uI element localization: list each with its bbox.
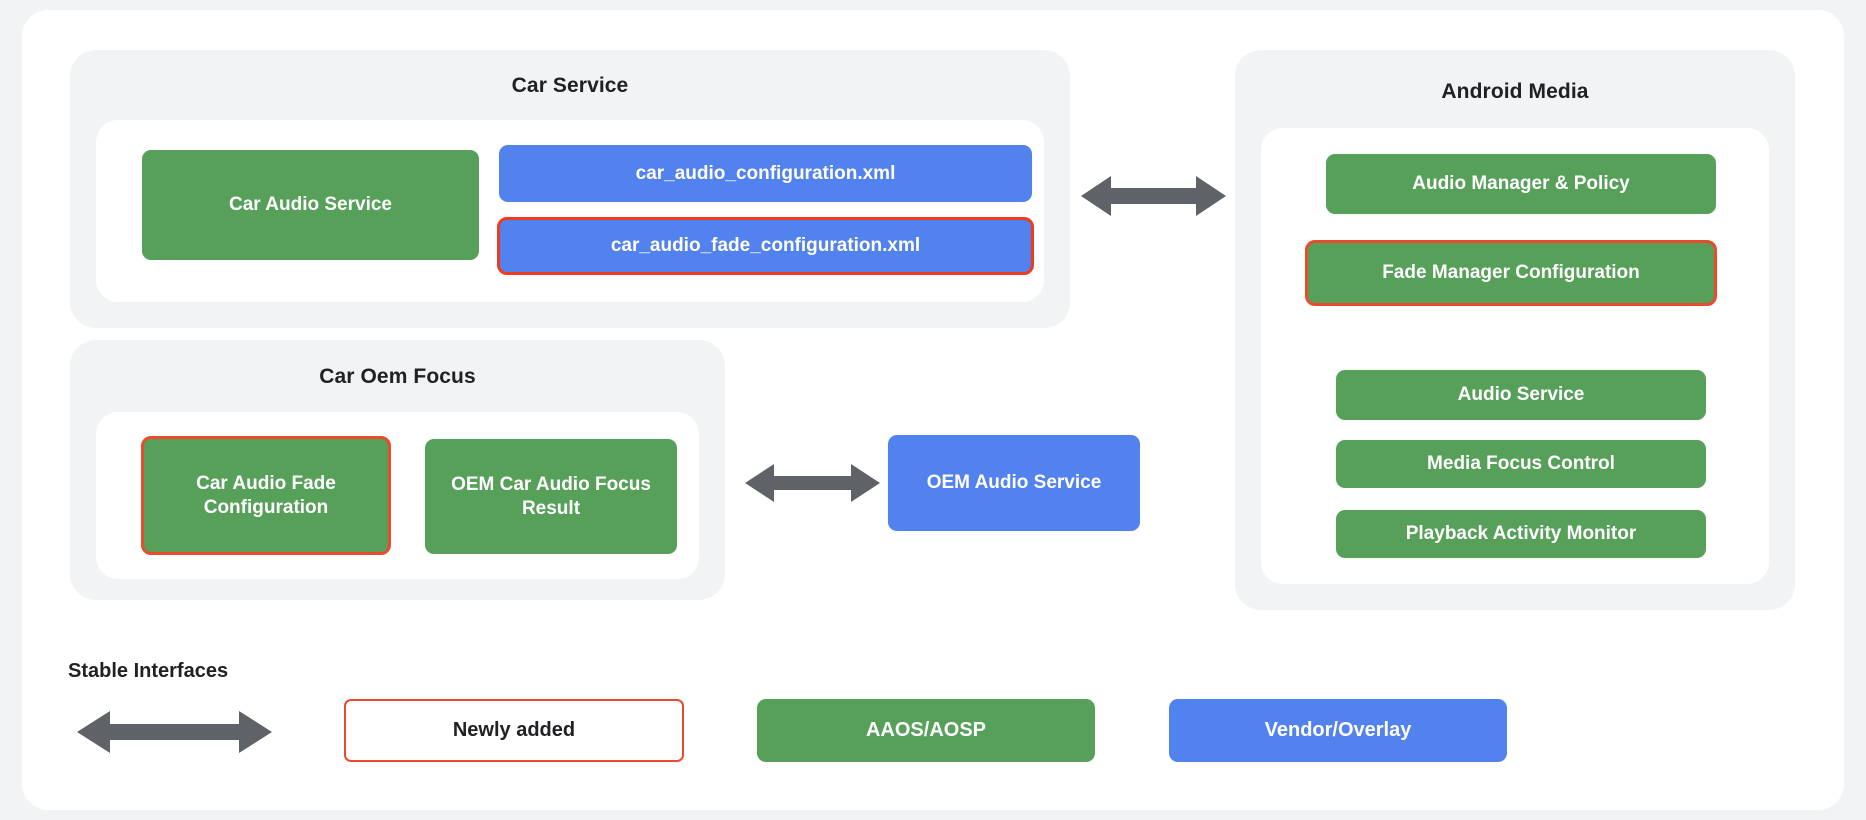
node-fade-manager-configuration-label: Fade Manager Configuration bbox=[1382, 262, 1640, 284]
group-car-service: Car Service Car Audio Service car_audio_… bbox=[70, 50, 1070, 328]
double-arrow-icon bbox=[745, 464, 880, 502]
node-audio-manager-policy[interactable]: Audio Manager & Policy bbox=[1326, 154, 1716, 214]
legend-item-vendor-overlay[interactable]: Vendor/Overlay bbox=[1169, 699, 1507, 762]
node-car-audio-service-label: Car Audio Service bbox=[229, 194, 392, 216]
legend-item-aaos-aosp-label: AAOS/AOSP bbox=[865, 719, 987, 741]
connector-car-oem-focus-to-oem-audio-service bbox=[745, 461, 880, 505]
node-car-audio-configuration-xml-label: car_audio_configuration.xml bbox=[635, 162, 896, 184]
node-oem-audio-service-label: OEM Audio Service bbox=[926, 472, 1102, 494]
node-media-focus-control-label: Media Focus Control bbox=[1427, 453, 1615, 475]
group-car-oem-focus: Car Oem Focus Car Audio Fade Configurati… bbox=[70, 340, 725, 600]
node-car-audio-fade-configuration-xml[interactable]: car_audio_fade_configuration.xml bbox=[497, 217, 1034, 275]
group-android-media-title: Android Media bbox=[1441, 80, 1589, 103]
node-audio-service-label: Audio Service bbox=[1457, 384, 1585, 406]
legend-stable-interfaces-label: Stable Interfaces bbox=[68, 660, 229, 682]
node-audio-service[interactable]: Audio Service bbox=[1336, 370, 1706, 420]
node-media-focus-control[interactable]: Media Focus Control bbox=[1336, 440, 1706, 488]
node-audio-manager-policy-label: Audio Manager & Policy bbox=[1412, 173, 1630, 195]
node-car-audio-fade-configuration-xml-label: car_audio_fade_configuration.xml bbox=[610, 235, 921, 257]
node-car-audio-configuration-xml[interactable]: car_audio_configuration.xml bbox=[499, 145, 1032, 202]
group-car-oem-focus-title: Car Oem Focus bbox=[319, 365, 476, 388]
node-oem-car-audio-focus-result[interactable]: OEM Car Audio Focus Result bbox=[425, 439, 677, 554]
legend-item-newly-added-label: Newly added bbox=[452, 719, 576, 741]
node-car-audio-fade-configuration-label: Car Audio Fade Configuration bbox=[196, 473, 336, 518]
group-car-service-title: Car Service bbox=[511, 74, 629, 97]
node-car-audio-fade-configuration[interactable]: Car Audio Fade Configuration bbox=[141, 436, 391, 555]
connector-car-service-to-android-media bbox=[1081, 173, 1226, 219]
node-oem-car-audio-focus-result-label: OEM Car Audio Focus Result bbox=[451, 474, 651, 519]
legend-item-aaos-aosp[interactable]: AAOS/AOSP bbox=[757, 699, 1095, 762]
node-fade-manager-configuration[interactable]: Fade Manager Configuration bbox=[1305, 240, 1717, 306]
group-android-media: Android Media Audio Manager & Policy Fad… bbox=[1235, 50, 1795, 610]
node-playback-activity-monitor-label: Playback Activity Monitor bbox=[1405, 523, 1637, 545]
legend-item-newly-added[interactable]: Newly added bbox=[344, 699, 684, 762]
double-arrow-icon bbox=[1081, 176, 1226, 216]
node-playback-activity-monitor[interactable]: Playback Activity Monitor bbox=[1336, 510, 1706, 558]
legend-item-vendor-overlay-label: Vendor/Overlay bbox=[1264, 719, 1412, 741]
diagram-canvas: Car Service Car Audio Service car_audio_… bbox=[22, 10, 1844, 810]
node-car-audio-service[interactable]: Car Audio Service bbox=[142, 150, 479, 260]
double-arrow-icon bbox=[77, 711, 272, 753]
legend-double-arrow bbox=[77, 709, 272, 755]
node-oem-audio-service[interactable]: OEM Audio Service bbox=[888, 435, 1140, 531]
